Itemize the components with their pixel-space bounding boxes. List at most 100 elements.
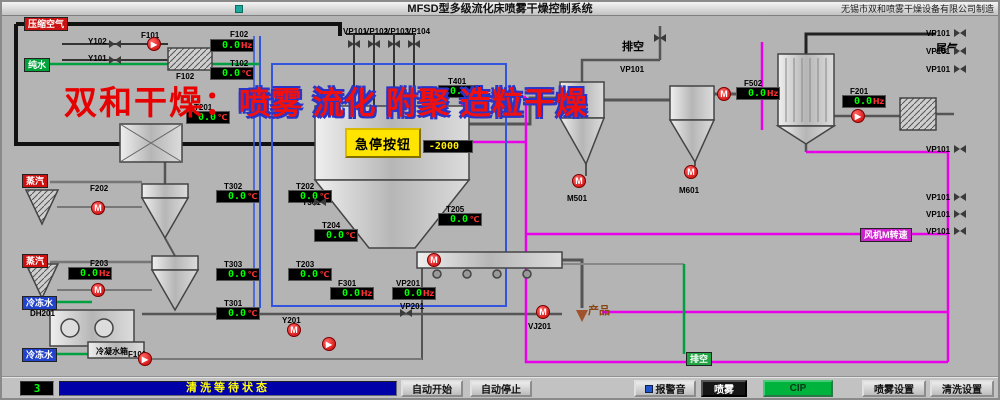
motor-icon[interactable]: M bbox=[717, 87, 731, 101]
display-value: 0.0 bbox=[853, 96, 872, 107]
auto-stop-button[interactable]: 自动停止 bbox=[470, 380, 532, 397]
display-unit: ℃ bbox=[345, 231, 356, 240]
valve-icon[interactable] bbox=[954, 65, 966, 73]
valve-icon[interactable] bbox=[109, 40, 121, 48]
cip-button[interactable]: CIP bbox=[763, 380, 833, 397]
valve-icon[interactable] bbox=[954, 29, 966, 37]
motor-icon[interactable]: M bbox=[427, 253, 441, 267]
display-value: 0.0 bbox=[221, 68, 240, 79]
title-bar: MFSD型多级流化床喷雾干燥控制系统 无锡市双和喷雾干燥设备有限公司制造 bbox=[2, 2, 998, 16]
valve-icon[interactable] bbox=[400, 309, 412, 317]
tag-m601: M601 bbox=[679, 186, 700, 195]
tag-f101: F101 bbox=[128, 350, 147, 359]
valve-icon[interactable] bbox=[954, 47, 966, 55]
motor-icon[interactable]: M bbox=[684, 165, 698, 179]
emergency-stop-button[interactable]: 急停按钮 bbox=[345, 128, 421, 158]
button-label: CIP bbox=[789, 383, 807, 394]
display-value: 0.0 bbox=[299, 269, 318, 280]
motor-icon[interactable]: M bbox=[91, 283, 105, 297]
pump-icon[interactable]: ▶ bbox=[138, 352, 152, 366]
valve-glyph bbox=[109, 56, 121, 64]
tag-m501: M501 bbox=[567, 194, 588, 203]
wash-settings-button[interactable]: 清洗设置 bbox=[930, 380, 994, 397]
display-unit: ℃ bbox=[469, 87, 480, 96]
valve-icon[interactable] bbox=[388, 40, 400, 48]
alarm-sound-button[interactable]: 报警音 bbox=[634, 380, 696, 397]
valve-icon[interactable] bbox=[954, 227, 966, 235]
tag-t401: T401 bbox=[448, 77, 467, 86]
spray-settings-button[interactable]: 喷雾设置 bbox=[862, 380, 926, 397]
tag-vp101: VP101 bbox=[343, 27, 368, 36]
button-label: 自动开始 bbox=[412, 385, 452, 396]
motor-icon[interactable]: M bbox=[536, 305, 550, 319]
tag-t204: T204 bbox=[322, 221, 341, 230]
display-value: 0.0 bbox=[197, 112, 216, 123]
valve-glyph bbox=[954, 145, 966, 153]
pipe-label-steam-2: 蒸汽 bbox=[22, 254, 49, 268]
display-unit: Hz bbox=[240, 41, 253, 50]
condensate-tank bbox=[87, 341, 145, 359]
valve-glyph bbox=[954, 210, 966, 218]
tail-gas-label: 尾气 bbox=[936, 43, 958, 55]
valve-glyph bbox=[368, 40, 380, 48]
display-value: 0.0 bbox=[325, 230, 344, 241]
valve-icon[interactable] bbox=[654, 34, 666, 42]
tag-t202: T202 bbox=[296, 182, 315, 191]
tag-vj201: VJ201 bbox=[528, 322, 552, 331]
heater-f102 bbox=[167, 47, 213, 71]
tag-vp101: VP101 bbox=[620, 65, 645, 74]
spray-button[interactable]: 喷雾 bbox=[701, 380, 747, 397]
motor-icon[interactable]: M bbox=[91, 201, 105, 215]
tag-t301: T301 bbox=[224, 299, 243, 308]
valve-icon[interactable] bbox=[348, 40, 360, 48]
pipe-label-chilled-water-1: 冷冻水 bbox=[22, 296, 58, 310]
display-value: -2000 bbox=[428, 141, 459, 152]
pipe-label-pure-water: 纯水 bbox=[24, 58, 51, 72]
display-unit: ℃ bbox=[247, 309, 258, 318]
valve-icon[interactable] bbox=[954, 210, 966, 218]
valve-icon[interactable] bbox=[954, 145, 966, 153]
dh201-unit bbox=[49, 309, 135, 347]
valve-glyph bbox=[954, 193, 966, 201]
valve-glyph bbox=[400, 309, 412, 317]
valve-glyph bbox=[348, 40, 360, 48]
valve-icon[interactable] bbox=[368, 40, 380, 48]
tag-vp101: VP101 bbox=[926, 210, 951, 219]
valve-icon[interactable] bbox=[954, 193, 966, 201]
exhaust-filter bbox=[899, 97, 937, 131]
valve-glyph bbox=[109, 40, 121, 48]
tag-f203: F203 bbox=[90, 259, 109, 268]
display-t301: 0.0℃ bbox=[216, 307, 260, 320]
display-t204: 0.0℃ bbox=[314, 229, 358, 242]
display-unit: ℃ bbox=[319, 270, 330, 279]
tag-t303: T303 bbox=[224, 260, 243, 269]
display-unit: Hz bbox=[872, 97, 885, 106]
pump-icon[interactable]: ▶ bbox=[322, 337, 336, 351]
tag-vp101: VP101 bbox=[926, 65, 951, 74]
tag-f502: F502 bbox=[744, 79, 763, 88]
tag-t201: T201 bbox=[194, 103, 213, 112]
display-unit: ℃ bbox=[217, 113, 228, 122]
pump-icon[interactable]: ▶ bbox=[147, 37, 161, 51]
valve-icon[interactable] bbox=[109, 56, 121, 64]
valve-icon[interactable] bbox=[408, 40, 420, 48]
display-value: 0.0 bbox=[227, 308, 246, 319]
display-t201: 0.0℃ bbox=[186, 111, 230, 124]
auto-start-button[interactable]: 自动开始 bbox=[401, 380, 463, 397]
tag-dh201: DH201 bbox=[30, 309, 55, 318]
pump-icon[interactable]: ▶ bbox=[851, 109, 865, 123]
left-cyclone-1 bbox=[140, 183, 190, 240]
display-unit: Hz bbox=[766, 89, 779, 98]
motor-icon[interactable]: M bbox=[287, 323, 301, 337]
display-unit: ℃ bbox=[247, 270, 258, 279]
valve-glyph bbox=[654, 34, 666, 42]
valve-icon[interactable] bbox=[314, 198, 326, 206]
motor-icon[interactable]: M bbox=[572, 174, 586, 188]
page-title: MFSD型多级流化床喷雾干燥控制系统 bbox=[407, 3, 593, 15]
manufacturer-label: 无锡市双和喷雾干燥设备有限公司制造 bbox=[840, 4, 994, 14]
tag-t102: T102 bbox=[230, 59, 249, 68]
